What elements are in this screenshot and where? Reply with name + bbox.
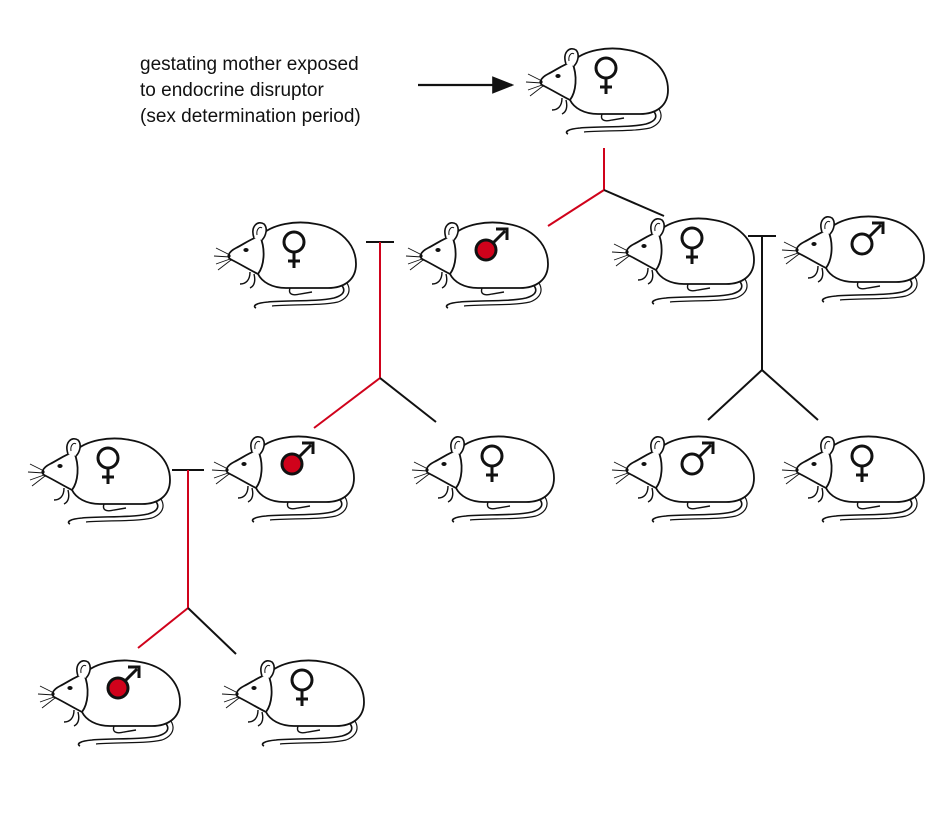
mouse-icon — [781, 215, 925, 303]
caption-line-3: (sex determination period) — [140, 106, 361, 127]
affected-male-symbol-icon — [106, 665, 141, 700]
mouse-f1-male-affected — [405, 221, 549, 309]
mouse-f3-male-affected — [37, 659, 181, 747]
mouse-f2-male — [611, 435, 755, 523]
caption-line-2: to endocrine disruptor — [140, 80, 324, 101]
mouse-icon — [37, 659, 181, 747]
mice-layer — [27, 47, 925, 747]
lineage-g2 — [137, 469, 237, 655]
descent-branch-g2-affected — [137, 607, 189, 649]
female-symbol-icon — [290, 668, 314, 706]
descent-branch-g1-right-female — [761, 369, 819, 421]
female-symbol-icon — [680, 226, 704, 264]
female-symbol-icon — [282, 230, 306, 268]
male-symbol-icon — [850, 221, 885, 256]
male-symbol-icon — [680, 441, 715, 476]
mouse-icon — [211, 435, 355, 523]
lineage-g1-right — [707, 235, 819, 421]
mouse-f1-male-mate — [781, 215, 925, 303]
female-symbol-icon — [850, 444, 874, 482]
mouse-f2-female-b — [781, 435, 925, 523]
mouse-icon — [405, 221, 549, 309]
descent-branch-g1-right-male — [707, 369, 763, 421]
female-symbol-icon — [480, 444, 504, 482]
mouse-f1-female-mate — [213, 221, 357, 309]
mouse-f3-female — [221, 659, 365, 747]
descent-branch-g2-female — [187, 607, 237, 655]
descent-branch-g1-female — [379, 377, 437, 423]
mouse-g0-mother — [525, 47, 669, 135]
descent-branch-g0-female — [603, 189, 665, 217]
female-symbol-icon — [594, 56, 618, 94]
mouse-f1-female — [611, 217, 755, 305]
mouse-f2-male-affected — [211, 435, 355, 523]
lineage-g0 — [547, 148, 665, 227]
affected-male-symbol-icon — [474, 227, 509, 262]
exposure-caption: gestating mother exposed to endocrine di… — [140, 52, 430, 130]
descent-branch-g0-affected — [547, 189, 605, 227]
mouse-icon — [611, 435, 755, 523]
descent-branch-g1-affected — [313, 377, 381, 429]
lineage-g1-left — [313, 241, 437, 429]
affected-male-symbol-icon — [280, 441, 315, 476]
caption-line-1: gestating mother exposed — [140, 54, 359, 75]
mouse-f2-female — [411, 435, 555, 523]
female-symbol-icon — [96, 446, 120, 484]
mouse-f2-female-mate — [27, 437, 171, 525]
